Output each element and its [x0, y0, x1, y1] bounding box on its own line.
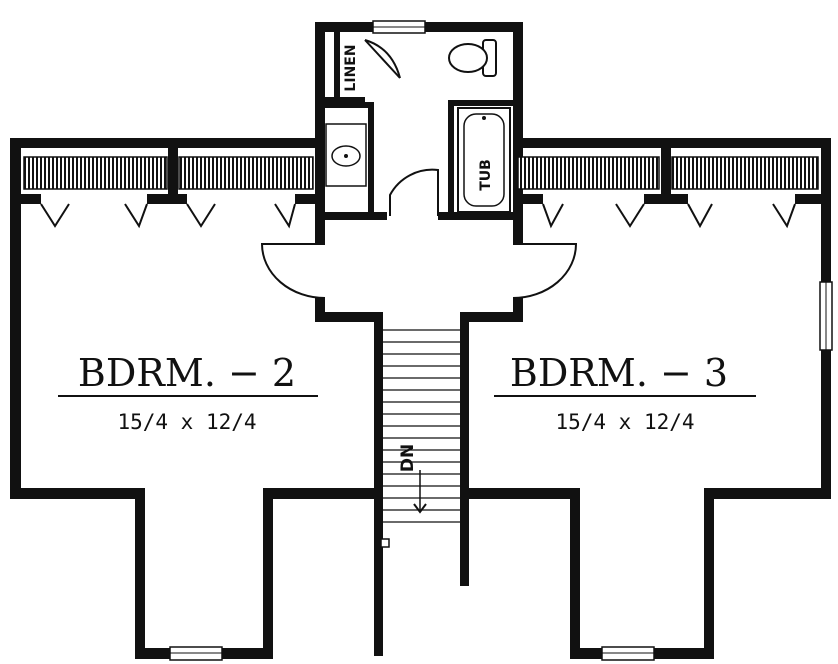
bath-door-swing [389, 168, 439, 216]
linen-door [364, 39, 401, 79]
bdrm2-dims: 15/4 x 12/4 [117, 410, 256, 434]
stair-arrow [413, 470, 427, 514]
closet-shelves [23, 156, 819, 190]
tub-label: TUB [478, 159, 494, 191]
bathtub-icon [457, 107, 511, 213]
closet-doors [40, 203, 796, 229]
sink-icon [325, 123, 367, 187]
bdrm3-dims: 15/4 x 12/4 [555, 410, 694, 434]
interior-walls [21, 32, 821, 322]
linen-label: LINEN [343, 44, 359, 91]
bdrm2-name: BDRM. − 2 [78, 351, 296, 395]
bdrm3-name: BDRM. − 3 [510, 351, 728, 395]
hall-door-swings [260, 243, 578, 299]
windows [169, 20, 833, 661]
stairs-label: DN [398, 444, 418, 472]
outer-walls [10, 22, 831, 659]
toilet-icon [448, 39, 497, 77]
newel-post [380, 538, 390, 548]
staircase [383, 329, 460, 523]
